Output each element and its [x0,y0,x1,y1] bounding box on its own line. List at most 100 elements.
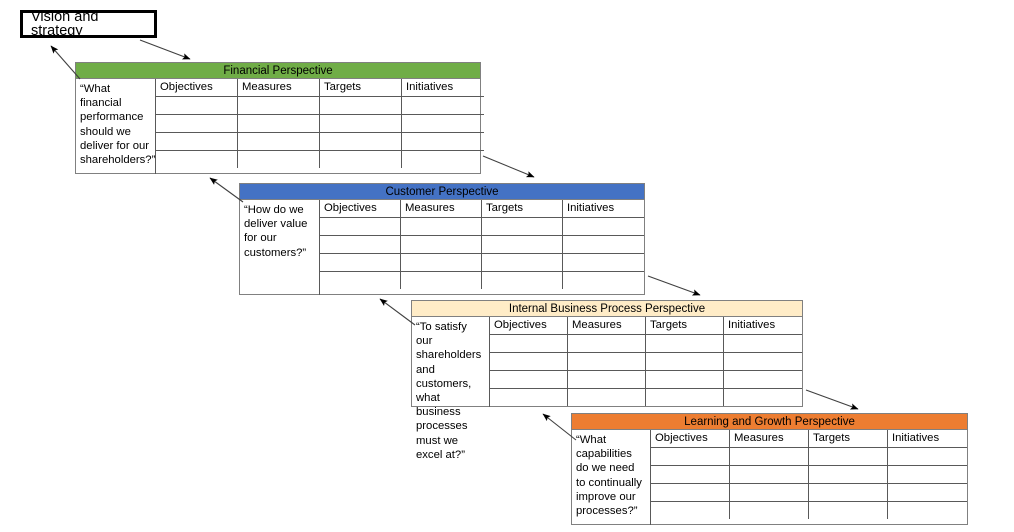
table-cell-targets[interactable] [482,218,563,235]
scorecard-body-internal-business-process: “To satisfy our shareholders and custome… [412,317,802,461]
table-cell-objectives[interactable] [490,389,568,406]
column-header-objectives: Objectives [320,200,401,217]
scorecard-question-customer: “How do we deliver value for our custome… [240,200,320,295]
table-cell-measures[interactable] [730,484,809,501]
table-cell-objectives[interactable] [320,236,401,253]
table-cell-objectives[interactable] [156,115,238,132]
table-row[interactable] [490,353,802,371]
table-cell-measures[interactable] [401,218,482,235]
scorecard-header-financial: Financial Perspective [76,63,480,79]
table-cell-measures[interactable] [568,389,646,406]
table-cell-objectives[interactable] [651,502,730,519]
table-cell-initiatives[interactable] [402,115,484,132]
table-cell-initiatives[interactable] [563,218,644,235]
table-cell-targets[interactable] [646,353,724,370]
table-cell-initiatives[interactable] [402,97,484,114]
table-row[interactable] [651,448,967,466]
scorecard-body-financial: “What financial performance should we de… [76,79,484,174]
arrow-financial-to-customer [482,155,535,178]
table-cell-initiatives[interactable] [888,502,967,519]
table-row[interactable] [320,272,644,289]
scorecard-title-customer: Customer Perspective [385,185,499,198]
table-cell-objectives[interactable] [156,133,238,150]
table-cell-objectives[interactable] [320,254,401,271]
table-cell-initiatives[interactable] [563,254,644,271]
scorecard-header-customer: Customer Perspective [240,184,644,200]
table-cell-initiatives[interactable] [563,236,644,253]
table-cell-initiatives[interactable] [402,133,484,150]
table-cell-targets[interactable] [809,466,888,483]
table-cell-objectives[interactable] [490,335,568,352]
table-cell-targets[interactable] [646,371,724,388]
scorecard-title-learning-and-growth: Learning and Growth Perspective [684,415,855,428]
column-header-objectives: Objectives [651,430,730,447]
scorecard-question-learning-and-growth: “What capabilities do we need to continu… [572,430,651,525]
table-cell-targets[interactable] [646,389,724,406]
table-cell-targets[interactable] [482,236,563,253]
table-cell-measures[interactable] [238,133,320,150]
table-cell-measures[interactable] [401,236,482,253]
table-row[interactable] [320,254,644,272]
table-row[interactable] [490,371,802,389]
table-cell-measures[interactable] [730,466,809,483]
table-cell-objectives[interactable] [320,218,401,235]
table-row[interactable] [651,502,967,519]
table-row[interactable] [156,115,484,133]
table-cell-initiatives[interactable] [888,466,967,483]
table-row[interactable] [490,335,802,353]
table-cell-targets[interactable] [320,133,402,150]
table-cell-measures[interactable] [238,151,320,168]
table-cell-measures[interactable] [401,254,482,271]
column-header-initiatives: Initiatives [406,80,454,93]
table-cell-objectives[interactable] [651,448,730,465]
table-cell-initiatives[interactable] [888,484,967,501]
table-cell-initiatives[interactable] [888,448,967,465]
table-cell-initiatives[interactable] [724,335,802,352]
table-cell-measures[interactable] [568,335,646,352]
table-cell-measures[interactable] [568,353,646,370]
table-cell-measures[interactable] [568,371,646,388]
table-cell-measures[interactable] [238,97,320,114]
table-cell-targets[interactable] [320,97,402,114]
table-cell-targets[interactable] [809,502,888,519]
table-cell-objectives[interactable] [156,151,238,168]
table-cell-measures[interactable] [730,502,809,519]
column-header-targets: Targets [320,79,402,96]
table-row[interactable] [651,466,967,484]
table-cell-objectives[interactable] [651,484,730,501]
arrow-internal-to-learning [805,389,859,410]
table-cell-initiatives[interactable] [563,272,644,289]
table-cell-objectives[interactable] [490,371,568,388]
table-row[interactable] [490,389,802,406]
table-row[interactable] [156,133,484,151]
table-row[interactable] [320,236,644,254]
table-cell-initiatives[interactable] [724,389,802,406]
table-cell-initiatives[interactable] [402,151,484,168]
table-cell-measures[interactable] [730,448,809,465]
scorecard-customer: Customer Perspective “How do we deliver v… [239,183,645,295]
table-row[interactable] [156,151,484,168]
table-cell-targets[interactable] [809,448,888,465]
table-cell-targets[interactable] [320,151,402,168]
table-cell-targets[interactable] [809,484,888,501]
table-cell-targets[interactable] [482,272,563,289]
table-cell-objectives[interactable] [320,272,401,289]
table-cell-measures[interactable] [238,115,320,132]
table-cell-initiatives[interactable] [724,371,802,388]
column-header-initiatives: Initiatives [892,431,940,444]
table-cell-targets[interactable] [320,115,402,132]
table-cell-targets[interactable] [482,254,563,271]
table-cell-objectives[interactable] [651,466,730,483]
table-cell-objectives[interactable] [156,97,238,114]
table-cell-objectives[interactable] [490,353,568,370]
table-row[interactable] [156,97,484,115]
table-row[interactable] [320,218,644,236]
table-cell-targets[interactable] [646,335,724,352]
table-cell-measures[interactable] [401,272,482,289]
table-row[interactable] [651,484,967,502]
table-cell-initiatives[interactable] [724,353,802,370]
